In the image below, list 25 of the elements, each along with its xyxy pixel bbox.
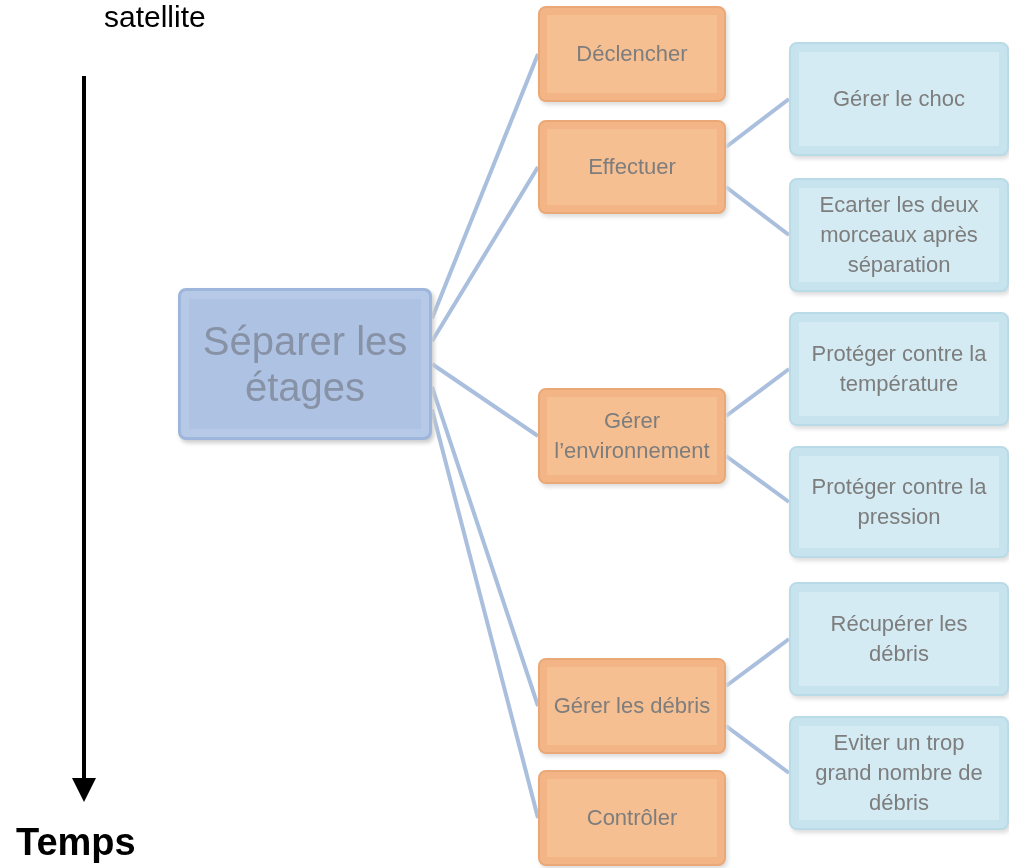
detail-function-box: Gérer le choc xyxy=(789,42,1009,156)
connector-line xyxy=(724,367,791,418)
connector-line xyxy=(724,454,791,504)
connector-line xyxy=(430,53,540,320)
sub-function-box: Gérer l’environnement xyxy=(538,388,726,484)
main-function-box: Séparer les étages xyxy=(178,288,432,440)
detail-function-box: Eviter un trop grand nombre de débris xyxy=(789,716,1009,830)
connector-line xyxy=(724,637,791,688)
connector-line xyxy=(724,724,791,775)
sub-function-box: Gérer les débris xyxy=(538,658,726,754)
detail-function-box: Récupérer les débris xyxy=(789,582,1009,696)
sub-function-box: Déclencher xyxy=(538,6,726,102)
connector-line xyxy=(430,386,540,707)
connector-line xyxy=(430,362,540,438)
connector-line xyxy=(430,409,540,819)
connector-line xyxy=(724,97,791,149)
axis-title: satellite xyxy=(104,0,206,33)
sub-function-box: Contrôler xyxy=(538,770,726,866)
axis-label: Temps xyxy=(16,822,136,864)
sub-function-box: Effectuer xyxy=(538,120,726,214)
detail-function-box: Ecarter les deux morceaux après séparation xyxy=(789,178,1009,292)
detail-function-box: Protéger contre la température xyxy=(789,312,1009,426)
connector-line xyxy=(430,165,540,343)
connector-line xyxy=(724,185,791,237)
detail-function-box: Protéger contre la pression xyxy=(789,446,1009,558)
